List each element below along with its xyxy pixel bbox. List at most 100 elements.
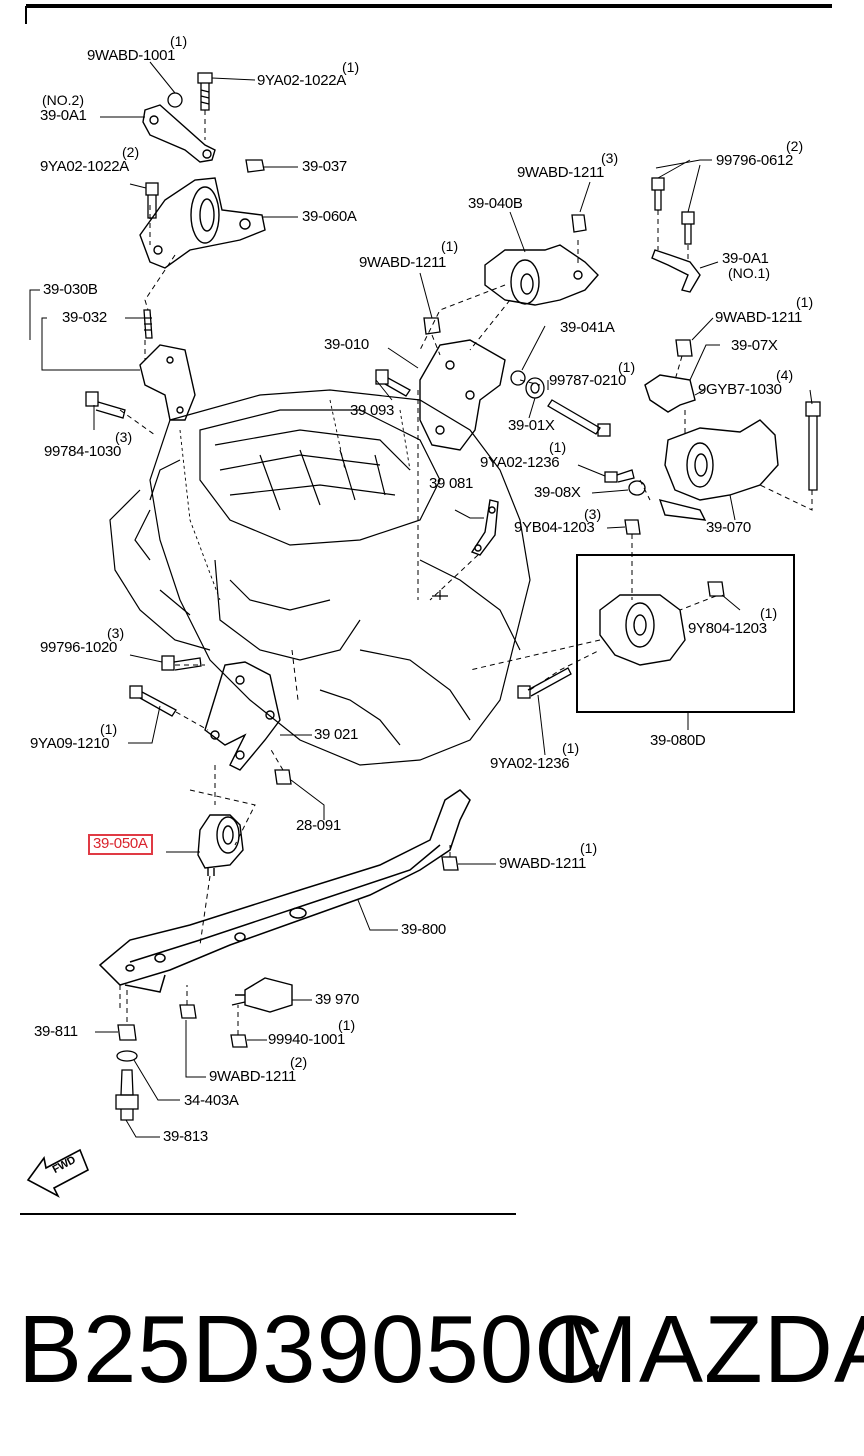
sensor-39-970 — [231, 977, 293, 1013]
bolt-99787-0210 — [547, 399, 611, 437]
nut-9wabd-1211-e — [179, 1004, 197, 1019]
callout-99784-1030-qty: (3) — [115, 429, 133, 445]
caption-part-number: B25D39050C — [18, 1296, 605, 1403]
callout-9wabd-1211-a-qty: (3) — [601, 150, 619, 166]
callout-39-093: 39 093 — [350, 402, 395, 419]
caption-brand: MAZDA — [558, 1296, 864, 1403]
callout-99796-0612: 99796-0612 — [716, 152, 794, 169]
callout-39-800: 39-800 — [401, 921, 446, 938]
engine-mount-39-060a — [139, 177, 266, 269]
callout-28-091: 28-091 — [296, 817, 341, 834]
callout-39-060a: 39-060A — [302, 208, 357, 225]
fwd-arrow-icon — [26, 1148, 90, 1198]
callout-9ya02-1022a-top-qty: (1) — [342, 59, 360, 75]
engine-outline — [109, 389, 531, 766]
nut-99940-1001 — [230, 1034, 248, 1048]
bolt-9ya02-1022a-top — [197, 72, 213, 111]
nut-9yb04-1203 — [624, 519, 641, 535]
callout-9yb04-1203-qty: (3) — [584, 506, 602, 522]
bracket-39-07x — [644, 374, 696, 413]
callout-39-032: 39-032 — [62, 309, 107, 326]
nut-9y804-1203 — [707, 581, 725, 597]
stopper-39-08x — [628, 480, 646, 496]
callout-39-0a1-no2: 39-0A1 — [40, 107, 87, 124]
stud-39-032 — [143, 309, 153, 339]
callout-9ya02-1236-b-qty: (1) — [562, 740, 580, 756]
bolt-99784-1030 — [85, 391, 126, 419]
callout-39-813: 39-813 — [163, 1128, 208, 1145]
callout-39-0a1-no1-qty: (NO.1) — [728, 265, 770, 281]
callout-9yb04-1203: 9YB04-1203 — [514, 519, 595, 536]
callout-39-050a-highlighted[interactable]: 39-050A — [88, 834, 153, 855]
washer-34-403a — [116, 1050, 138, 1062]
callout-39-021: 39 021 — [314, 726, 359, 743]
bracket-39-021 — [204, 661, 281, 771]
crossmember-39-800 — [98, 789, 471, 993]
callout-39-08x: 39-08X — [534, 484, 581, 501]
callout-9wabd-1211-a: 9WABD-1211 — [517, 164, 605, 181]
callout-9ya02-1236-a: 9YA02-1236 — [480, 454, 560, 471]
callout-9wabd-1211-d-qty: (1) — [580, 840, 598, 856]
callout-39-040b: 39-040B — [468, 195, 523, 212]
callout-39-080d: 39-080D — [650, 732, 706, 749]
nut-9wabd-1001 — [167, 92, 183, 108]
nut-9wabd-1211-b — [423, 317, 441, 335]
leader-lines — [29, 61, 813, 1138]
callout-9ya09-1210-qty: (1) — [100, 721, 118, 737]
callout-99940-1001-qty: (1) — [338, 1017, 356, 1033]
callout-99787-0210-qty: (1) — [618, 359, 636, 375]
callout-99796-1020-qty: (3) — [107, 625, 125, 641]
nut-9wabd-1211-a — [571, 214, 587, 233]
bolt-99796-1020 — [161, 655, 202, 671]
callout-9gyb7-1030-qty: (4) — [776, 367, 794, 383]
bracket-39-0a1-no1 — [651, 249, 701, 293]
assembly-lines — [119, 110, 813, 1035]
callout-9gyb7-1030: 9GYB7-1030 — [698, 381, 782, 398]
callout-39-0a1-no1: 39-0A1 — [722, 250, 769, 267]
nut-39-037 — [245, 159, 265, 173]
callout-39-030b: 39-030B — [43, 281, 98, 298]
nut-9wabd-1211-c — [675, 339, 693, 357]
callout-39-0a1-no2-qty: (NO.2) — [42, 92, 84, 108]
callout-9wabd-1211-b-qty: (1) — [441, 238, 459, 254]
callout-9wabd-1211-e: 9WABD-1211 — [209, 1068, 297, 1085]
callout-39-041a: 39-041A — [560, 319, 615, 336]
washer-39-041a — [510, 370, 526, 386]
engine-details — [179, 399, 411, 601]
callout-39-811: 39-811 — [34, 1023, 78, 1040]
mount-39-070 — [658, 419, 779, 521]
callout-9ya02-1236-a-qty: (1) — [549, 439, 567, 455]
callout-39-081: 39 081 — [429, 475, 474, 492]
callout-9ya02-1022a-top: 9YA02-1022A — [257, 72, 346, 89]
callout-34-403a: 34-403A — [184, 1092, 239, 1109]
callout-99796-0612-qty: (2) — [786, 138, 804, 154]
callout-9wabd-1211-c-qty: (1) — [796, 294, 814, 310]
nut-39-811 — [117, 1024, 137, 1041]
callout-99787-0210: 99787-0210 — [549, 372, 627, 389]
bushing-39-01x — [525, 377, 545, 399]
callout-9wabd-1211-b: 9WABD-1211 — [359, 254, 447, 271]
bracket-39-030b — [139, 344, 196, 421]
callout-39-07x: 39-07X — [731, 337, 778, 354]
callout-39-037: 39-037 — [302, 158, 347, 175]
bolt-9ya02-1236-b — [517, 667, 572, 699]
callout-9wabd-1211-d: 9WABD-1211 — [499, 855, 587, 872]
callout-9wabd-1001: 9WABD-1001 — [87, 47, 176, 64]
callout-39-070: 39-070 — [706, 519, 751, 536]
bolt-9ya09-1210 — [129, 685, 177, 717]
nut-28-091 — [274, 769, 292, 785]
bolt-9ya02-1236-a — [604, 469, 635, 483]
callout-9ya02-1022a-left: 9YA02-1022A — [40, 158, 129, 175]
callout-9y804-1203: 9Y804-1203 — [688, 620, 767, 637]
bolt-39-093 — [375, 369, 411, 397]
bolt-9ya02-1022a-left — [145, 182, 159, 219]
bolt-39-813 — [115, 1069, 139, 1121]
mount-39-050a — [197, 814, 244, 876]
mount-bracket-39-0a1-no2 — [142, 104, 216, 163]
bracket-39-010 — [419, 339, 506, 451]
mount-39-080d — [599, 594, 686, 666]
callout-9wabd-1211-e-qty: (2) — [290, 1054, 308, 1070]
nut-9wabd-1211-d — [441, 856, 459, 871]
callout-39-01x: 39-01X — [508, 417, 555, 434]
